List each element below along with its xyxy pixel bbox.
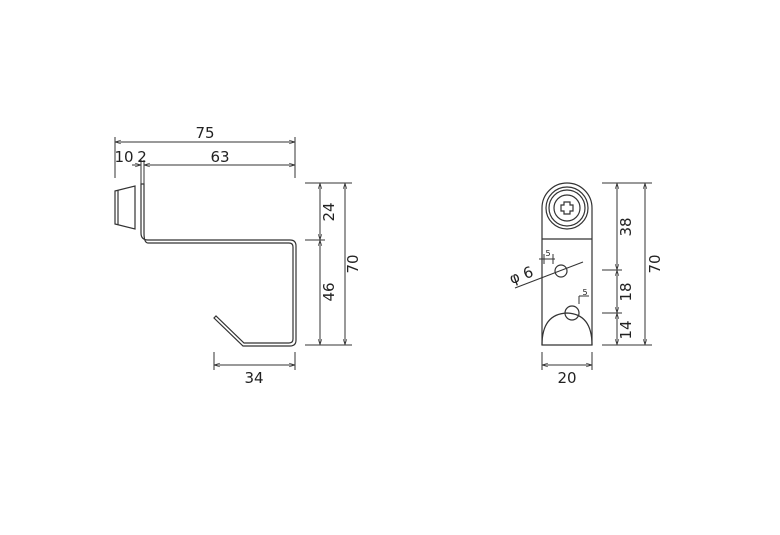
mounting-hole	[554, 264, 568, 278]
dim-middle-height: 18	[617, 282, 635, 301]
side-view: 75 10 2 63 24 46 70 34	[114, 124, 362, 387]
screw-head	[545, 186, 589, 230]
dim-hole-diameter: φ 6	[507, 263, 536, 288]
dim-upper-height: 24	[320, 202, 338, 221]
door-bumper-cap	[114, 185, 136, 230]
dim-hole-offset-2: 5	[582, 288, 587, 297]
dim-width: 20	[557, 369, 576, 387]
dim-arm-length: 63	[210, 148, 229, 166]
dimension-lines	[514, 182, 652, 370]
dim-wire-thickness: 2	[137, 148, 147, 166]
dim-upper-height: 38	[617, 217, 635, 236]
front-view: φ 6 5 5 38 18 14 70 20	[507, 182, 664, 387]
bracket-body	[541, 182, 593, 346]
dim-lower-height: 46	[320, 282, 338, 301]
dim-total-height: 70	[646, 254, 664, 273]
dim-hole-offset-1: 5	[545, 249, 550, 258]
dim-total-height: 70	[344, 254, 362, 273]
slot-arch	[541, 312, 593, 346]
dim-cap-width: 10	[114, 148, 133, 166]
dim-overall-width: 75	[195, 124, 214, 142]
hook-wire	[140, 183, 297, 347]
dim-hook-width: 34	[244, 369, 263, 387]
dim-lower-height: 14	[617, 320, 635, 339]
dimension-lines	[114, 137, 352, 370]
